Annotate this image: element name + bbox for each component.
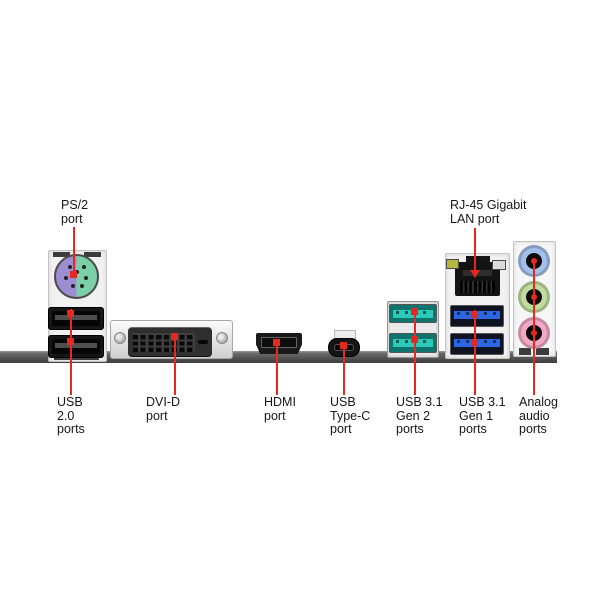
lan-led-left xyxy=(446,259,459,269)
usb-2-0-port-top xyxy=(48,307,104,330)
pointer-line-typec xyxy=(343,344,345,395)
pointer-marker-gen2-top xyxy=(411,308,418,315)
pointer-line-gen2 xyxy=(414,309,416,395)
bracket-tab xyxy=(84,252,101,257)
pointer-line-gen1 xyxy=(474,310,476,395)
pointer-marker-audio-blue xyxy=(531,258,537,264)
pointer-line-dvi xyxy=(174,336,176,395)
pointer-marker-gen1-top xyxy=(471,311,478,318)
dvi-blade-slot xyxy=(198,340,208,344)
label-dvi-port: DVI-D port xyxy=(146,395,181,423)
dvi-screw-left xyxy=(114,332,126,344)
bracket-tab xyxy=(54,356,99,360)
pointer-line-ps2 xyxy=(73,227,75,273)
pointer-marker-usb2-top xyxy=(67,310,74,317)
lan-led-right xyxy=(492,260,506,270)
pointer-marker-audio-green xyxy=(531,294,537,300)
audio-bracket-tab xyxy=(519,348,531,355)
ps2-pin-holes xyxy=(75,270,79,274)
pointer-line-audio xyxy=(533,260,535,395)
pointer-line-usb2 xyxy=(70,309,72,395)
pointer-marker-ps2 xyxy=(70,271,77,278)
pointer-marker-audio-pink xyxy=(531,330,537,336)
pointer-marker-dvi xyxy=(171,333,178,340)
dvi-d-port xyxy=(128,327,212,357)
pointer-marker-gen2-bottom xyxy=(411,336,418,343)
rj45-top-tab xyxy=(466,256,490,264)
pointer-arrow-lan xyxy=(470,270,480,278)
label-gen1-ports: USB 3.1 Gen 1 ports xyxy=(459,395,506,436)
label-usb2-ports: USB 2.0 ports xyxy=(57,395,85,436)
dvi-pin-grid xyxy=(133,333,195,352)
label-audio-ports: Analog audio ports xyxy=(519,395,558,436)
bracket-tab xyxy=(53,252,70,257)
pointer-marker-usb2-bottom xyxy=(67,338,74,345)
dvi-screw-right xyxy=(216,332,228,344)
pointer-marker-gen1-bottom xyxy=(471,339,478,346)
pointer-marker-hdmi xyxy=(273,339,280,346)
usb-2-0-port-bottom xyxy=(48,335,104,358)
audio-bracket-tab xyxy=(536,348,549,355)
label-ps2-port: PS/2 port xyxy=(61,198,89,226)
label-lan-port: RJ-45 Gigabit LAN port xyxy=(450,198,527,226)
label-gen2-ports: USB 3.1 Gen 2 ports xyxy=(396,395,443,436)
pointer-marker-typec xyxy=(340,342,347,349)
label-hdmi-port: HDMI port xyxy=(264,395,296,423)
pointer-line-lan xyxy=(474,228,476,272)
rj45-contacts xyxy=(460,281,495,293)
label-typec-port: USB Type-C port xyxy=(330,395,371,436)
pointer-line-hdmi xyxy=(276,342,278,395)
